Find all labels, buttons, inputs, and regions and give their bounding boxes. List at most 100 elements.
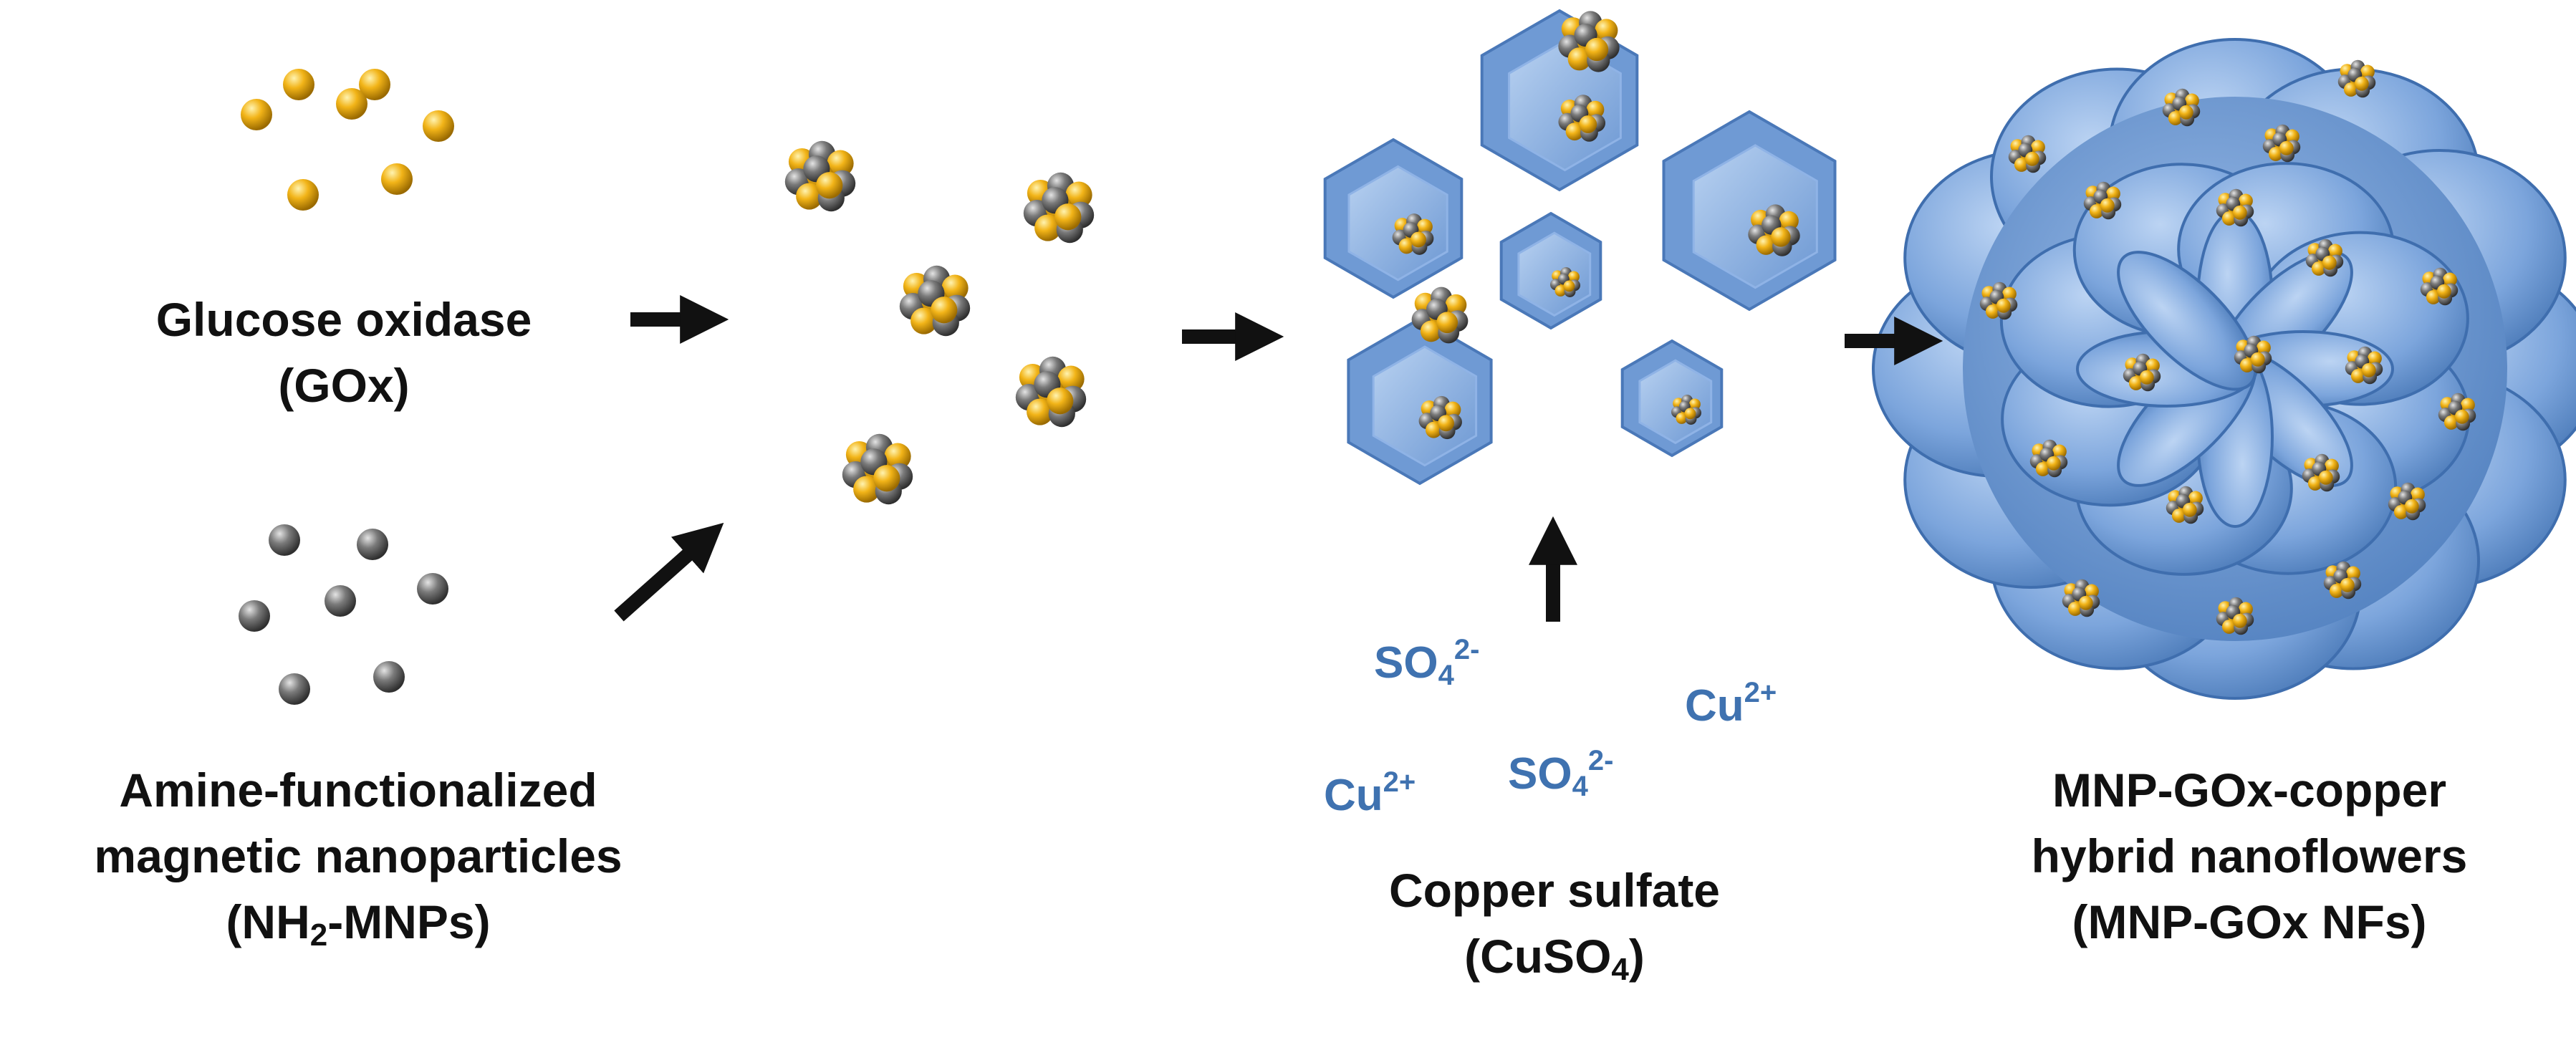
sulfate-ion-1-charge: 2- xyxy=(1453,634,1480,665)
conjugate-sphere xyxy=(1444,401,1461,418)
gox-enzyme-group xyxy=(241,69,454,211)
conjugate-sphere xyxy=(2221,211,2236,226)
conjugate-sphere xyxy=(1034,214,1062,241)
copper-crystal xyxy=(1620,339,1724,458)
nanoflower-enzyme-cluster xyxy=(2166,486,2204,524)
conjugate-sphere xyxy=(1563,280,1575,292)
crystal-enzyme-cluster xyxy=(1550,267,1580,297)
conjugate-sphere xyxy=(853,476,880,503)
conjugate-sphere xyxy=(2024,151,2039,166)
mnp-gox-conjugate-group xyxy=(784,140,1095,505)
nanoflower-enzyme-cluster xyxy=(2302,453,2340,492)
conjugate-sphere xyxy=(2279,140,2294,155)
conjugate-sphere xyxy=(2368,351,2382,366)
mnp-sphere xyxy=(357,529,388,560)
conjugate-sphere xyxy=(1676,413,1688,424)
conjugate-sphere xyxy=(1585,37,1609,62)
conjugate-sphere xyxy=(2268,147,2283,161)
nanoflower-enzyme-cluster xyxy=(2062,579,2100,617)
sulfate-ion-1-base: SO xyxy=(1374,638,1438,688)
nanoflower-inner-petal xyxy=(2117,251,2257,391)
conjugate-sphere xyxy=(2436,284,2451,299)
sulfate-ion-2: SO42- xyxy=(1508,745,1613,803)
conjugate-sphere xyxy=(2085,584,2099,599)
gox-label: Glucose oxidase (GOx) xyxy=(72,292,616,414)
conjugate-cluster xyxy=(784,140,856,212)
nanoflower-label-line1: MNP-GOx-copper xyxy=(2052,764,2447,817)
conjugate-sphere xyxy=(1568,271,1580,283)
conjugate-sphere xyxy=(816,172,843,199)
gox-label-line2: (GOx) xyxy=(278,358,410,412)
conjugate-sphere xyxy=(796,183,823,210)
mnp-sphere xyxy=(417,573,448,605)
conjugate-sphere xyxy=(2178,105,2193,120)
gox-sphere xyxy=(359,69,390,100)
conjugate-sphere xyxy=(1057,365,1085,393)
mnp-label-line3-pre: (NH xyxy=(226,895,310,948)
mnp-label-line3: (NH2-MNPs) xyxy=(0,895,716,954)
gox-sphere xyxy=(336,88,367,120)
conjugate-sphere xyxy=(2328,244,2342,259)
mnp-label: Amine-functionalized magnetic nanopartic… xyxy=(0,763,716,954)
conjugate-sphere xyxy=(2393,505,2408,519)
sulfate-ion-1: SO42- xyxy=(1374,634,1479,692)
conjugate-cluster xyxy=(899,265,971,337)
mnp-particle-group xyxy=(239,524,448,705)
nanoflower-enzyme-cluster xyxy=(2337,59,2376,98)
copper-ion-1-base: Cu xyxy=(1685,681,1744,731)
conjugate-sphere xyxy=(2443,272,2457,287)
nanoflower-enzyme-cluster xyxy=(2420,267,2459,306)
conjugate-sphere xyxy=(1445,294,1467,316)
crystal-enzyme-cluster xyxy=(1558,95,1606,142)
arrow-mnp-to-conjugate xyxy=(614,522,724,622)
conjugate-sphere xyxy=(1689,398,1701,410)
nanoflower-enzyme-cluster xyxy=(2162,88,2201,127)
conjugate-sphere xyxy=(2106,186,2120,201)
conjugate-sphere xyxy=(2346,566,2360,581)
nanoflower-enzyme-cluster xyxy=(2216,597,2254,635)
conjugate-sphere xyxy=(1996,298,2011,313)
sulfate-ion-2-sub: 4 xyxy=(1572,771,1588,802)
conjugate-sphere xyxy=(1684,408,1696,420)
conjugate-sphere xyxy=(2232,205,2247,220)
conjugate-sphere xyxy=(1567,47,1591,71)
mnp-label-line3-post: -MNPs) xyxy=(327,895,491,948)
conjugate-sphere xyxy=(2046,456,2061,471)
conjugate-sphere xyxy=(2014,158,2029,172)
conjugate-sphere xyxy=(2239,602,2253,617)
conjugate-cluster xyxy=(1023,172,1095,244)
cuso4-label: Copper sulfate (CuSO4) xyxy=(1275,863,1834,988)
conjugate-sphere xyxy=(2404,499,2419,514)
mnp-sphere xyxy=(279,673,310,705)
conjugate-sphere xyxy=(1417,218,1433,235)
crystal-enzyme-cluster xyxy=(1418,395,1462,440)
conjugate-sphere xyxy=(1554,285,1567,297)
conjugate-sphere xyxy=(2318,470,2333,485)
conjugate-sphere xyxy=(1771,227,1791,247)
conjugate-sphere xyxy=(884,443,911,470)
mnp-sphere xyxy=(325,585,356,617)
conjugate-sphere xyxy=(2232,613,2247,628)
conjugate-sphere xyxy=(2461,398,2475,413)
mnp-label-line3-sub: 2 xyxy=(309,917,328,953)
copper-ion-2-base: Cu xyxy=(1324,771,1383,820)
mnp-sphere xyxy=(269,524,300,556)
conjugate-sphere xyxy=(2078,595,2093,610)
conjugate-sphere xyxy=(2182,502,2197,517)
conjugate-sphere xyxy=(941,274,969,302)
cuso4-label-line2-post: ) xyxy=(1628,929,1645,983)
mnp-sphere xyxy=(239,600,270,632)
conjugate-sphere xyxy=(2221,620,2236,634)
cuso4-label-line2: (CuSO4) xyxy=(1275,929,1834,988)
nanoflower-enzyme-cluster xyxy=(2345,346,2383,385)
conjugate-sphere xyxy=(2361,362,2376,377)
conjugate-sphere xyxy=(1565,122,1584,141)
conjugate-sphere xyxy=(1756,235,1776,255)
conjugate-sphere xyxy=(2100,198,2115,213)
conjugate-sphere xyxy=(1047,387,1074,415)
conjugate-sphere xyxy=(2443,415,2459,430)
cuso4-label-line1: Copper sulfate xyxy=(1388,864,1721,917)
nanoflower-enzyme-cluster xyxy=(2234,335,2272,374)
conjugate-sphere xyxy=(1595,19,1618,42)
